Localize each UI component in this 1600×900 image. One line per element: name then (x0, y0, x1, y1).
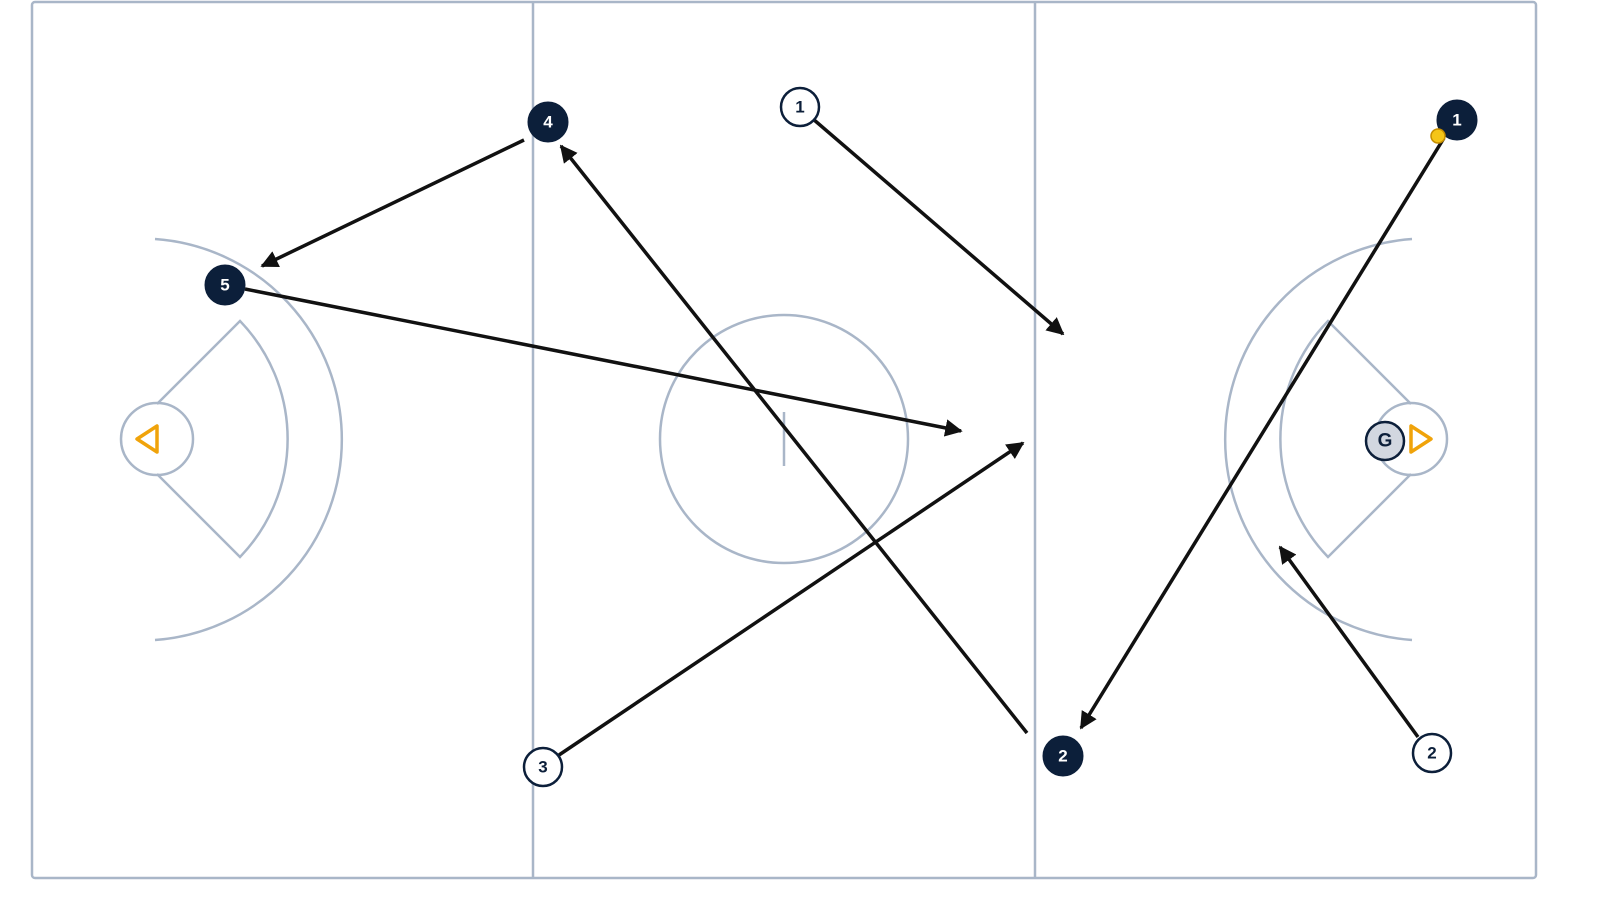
arrow-d1-slide (811, 117, 1065, 336)
play-arrows (244, 117, 1446, 757)
offense-player-1[interactable]: 1 (1436, 99, 1478, 141)
center-circle (658, 313, 910, 565)
player-label: 2 (1427, 744, 1436, 763)
field-boundary (30, 0, 1538, 880)
offense-player-4[interactable]: 4 (527, 101, 569, 143)
arrow-4-to-5 (260, 138, 525, 268)
arrow-d2-slide (1278, 545, 1420, 739)
right-arc (1223, 237, 1413, 642)
player-label: 5 (220, 276, 229, 295)
right-fan (1279, 319, 1412, 559)
defense-player-1[interactable]: 1 (779, 86, 821, 128)
left-arc (154, 237, 344, 642)
arrow-1-to-2 (1079, 137, 1446, 730)
player-label: 4 (543, 113, 553, 132)
player-label: 1 (1452, 111, 1461, 130)
left-goal-crease (119, 401, 195, 477)
defense-player-3[interactable]: 3 (522, 746, 564, 788)
offense-player-2[interactable]: 2 (1042, 735, 1084, 777)
left-fan (156, 319, 289, 559)
player-label: 2 (1058, 747, 1067, 766)
ball-icon (1430, 128, 1446, 144)
field-lines (30, 0, 1538, 880)
player-label: G (1378, 431, 1393, 452)
arrow-2-to-4 (559, 144, 1029, 735)
player-label: 1 (795, 98, 804, 117)
player-label: 3 (538, 758, 547, 777)
offense-player-5[interactable]: 5 (204, 264, 246, 306)
arrow-5-to-center (244, 287, 963, 437)
triangle-left-icon (135, 424, 159, 454)
arrow-d3-slide (558, 441, 1025, 757)
goalie-player[interactable]: G (1364, 420, 1406, 462)
defense-player-2[interactable]: 2 (1411, 732, 1453, 774)
triangle-right-icon (1409, 424, 1433, 454)
